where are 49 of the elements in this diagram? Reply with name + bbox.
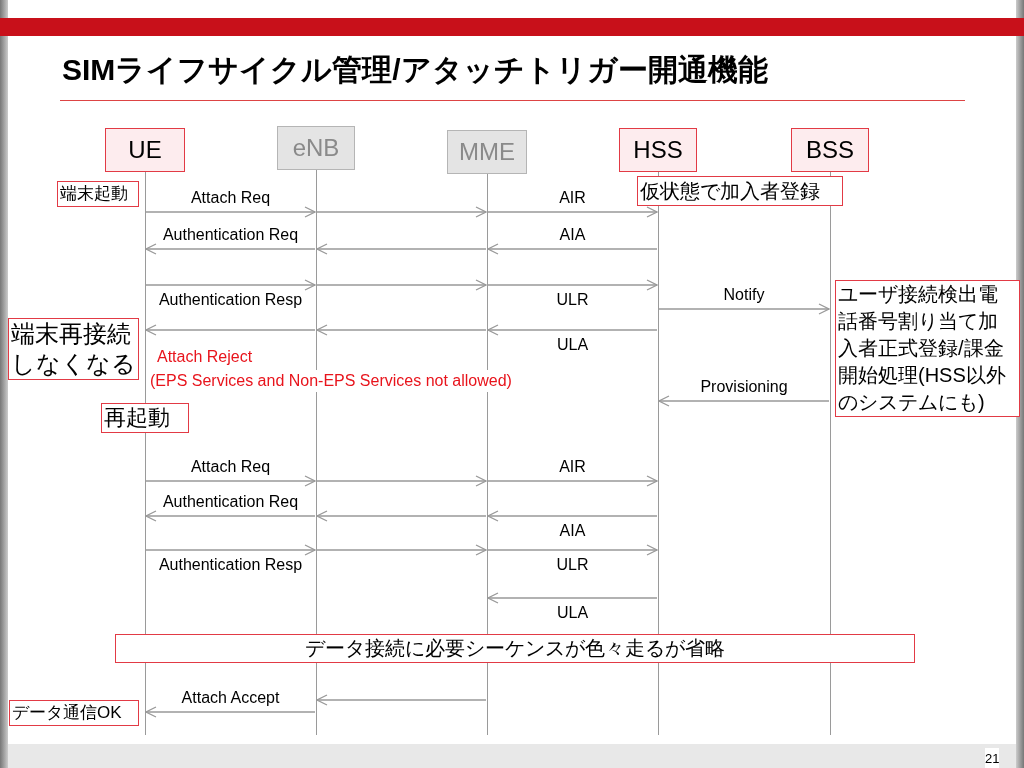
message-arrow [316, 324, 487, 336]
message-arrow [316, 544, 487, 556]
note-box: データ接続に必要シーケンスが色々走るが省略 [115, 634, 915, 663]
message-arrow [487, 592, 658, 604]
participant-box: eNB [277, 126, 355, 170]
message-arrow [316, 243, 487, 255]
note-box: 端末起動 [57, 181, 139, 207]
message-arrow [145, 544, 316, 556]
message-arrow [316, 279, 487, 291]
message-arrow [316, 475, 487, 487]
participant-box: BSS [791, 128, 869, 172]
message-arrow [487, 279, 658, 291]
message-arrow [487, 544, 658, 556]
edge-label: Authentication Req [161, 225, 300, 245]
note-text: (EPS Services and Non-EPS Services not allowed) [150, 370, 512, 392]
message-arrow [145, 324, 316, 336]
message-arrow [145, 279, 316, 291]
note-box: データ通信OK [9, 700, 139, 726]
message-arrow [316, 206, 487, 218]
message-arrow [487, 243, 658, 255]
note-box: ユーザ接続検出電話番号割り当て加入者正式登録/課金開始処理(HSS以外のシステムにも) [835, 280, 1020, 417]
message-arrow [145, 510, 316, 522]
edge-label: Notify [722, 285, 766, 305]
message-arrow [145, 706, 316, 718]
edge-label: Attach Accept [180, 688, 281, 708]
participant-box: MME [447, 130, 527, 174]
edge-label: Attach Req [189, 457, 272, 477]
note-box: 仮状態で加入者登録 [637, 176, 843, 206]
message-arrow [487, 510, 658, 522]
message-arrow [145, 206, 316, 218]
page-number: 21 [985, 748, 1000, 768]
message-arrow [487, 324, 658, 336]
message-arrow [487, 475, 658, 487]
message-arrow [487, 206, 658, 218]
message-arrow [658, 395, 830, 407]
message-arrow [145, 475, 316, 487]
edge-label: Authentication Resp [157, 555, 304, 575]
message-arrow [145, 243, 316, 255]
edge-label: Provisioning [699, 377, 789, 397]
message-arrow [316, 694, 487, 706]
slide-title: SIMライフサイクル管理/アタッチトリガー開通機能 [62, 52, 768, 88]
edge-label: Authentication Req [161, 492, 300, 512]
message-arrow [658, 303, 830, 315]
participant-box: UE [105, 128, 185, 172]
message-arrow [316, 510, 487, 522]
note-box: 端末再接続しなくなる [8, 318, 139, 380]
edge-label: Attach Req [189, 188, 272, 208]
participant-box: HSS [619, 128, 697, 172]
edge-label: Authentication Resp [157, 290, 304, 310]
